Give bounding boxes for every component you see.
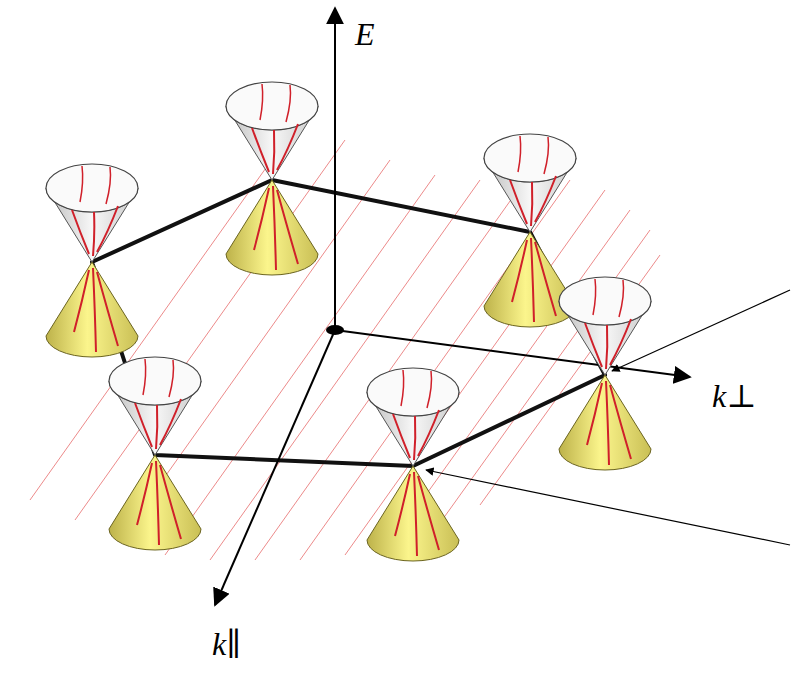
axis-label: k∥ [212,628,241,660]
origin-dot [326,325,344,335]
axes [215,8,690,605]
pointer-arrows [426,290,790,545]
axis-label: k⊥ [712,380,756,412]
axis-label: E [355,18,375,50]
cutting-lines [30,120,660,560]
